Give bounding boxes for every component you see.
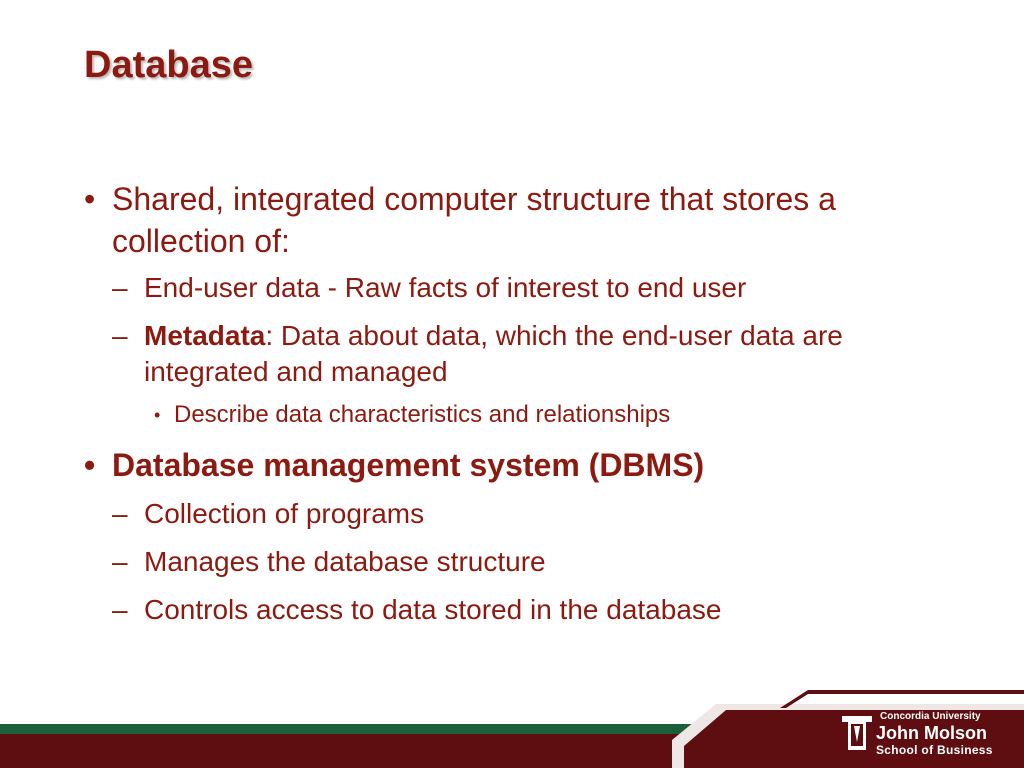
dash-marker: –: [112, 594, 128, 625]
logo-text: Concordia University John Molson School …: [876, 708, 993, 757]
bullet-dbms: • Database management system (DBMS): [84, 444, 964, 486]
bullet-describe-characteristics: • Describe data characteristics and rela…: [84, 400, 964, 430]
slide-title: Database: [84, 44, 253, 86]
dash-marker: –: [112, 320, 128, 351]
bullet-end-user-data: – End-user data - Raw facts of interest …: [84, 270, 964, 306]
logo-school-subtitle: School of Business: [876, 743, 993, 757]
concordia-shield-icon: [842, 716, 872, 750]
bullet-collection-programs: – Collection of programs: [84, 496, 964, 532]
bullet-controls-access: – Controls access to data stored in the …: [84, 592, 964, 628]
slide-content: • Shared, integrated computer structure …: [84, 178, 964, 628]
bullet-text: Database management system (DBMS): [112, 447, 705, 483]
bullet-text: : Data about data, which the end-user da…: [144, 320, 843, 387]
dash-marker: –: [112, 272, 128, 303]
bullet-text: Manages the database structure: [144, 546, 546, 577]
logo-university: Concordia University: [880, 711, 981, 722]
bullet-marker: •: [154, 405, 161, 425]
bullet-text: Collection of programs: [144, 498, 425, 529]
bullet-text: Shared, integrated computer structure th…: [112, 181, 836, 259]
bullet-text: End-user data - Raw facts of interest to…: [144, 272, 747, 303]
dash-marker: –: [112, 498, 128, 529]
dash-marker: –: [112, 546, 128, 577]
bullet-metadata: – Metadata: Data about data, which the e…: [84, 318, 964, 390]
bullet-manages-structure: – Manages the database structure: [84, 544, 964, 580]
logo-school-name: John Molson: [876, 723, 987, 743]
bullet-marker: •: [84, 181, 96, 217]
metadata-term: Metadata: [144, 320, 266, 351]
jmsb-logo: Concordia University John Molson School …: [838, 708, 998, 760]
bullet-shared-structure: • Shared, integrated computer structure …: [84, 178, 964, 262]
shield-flame: [854, 726, 860, 742]
bullet-text: Describe data characteristics and relati…: [174, 401, 671, 428]
bullet-marker: •: [84, 447, 96, 483]
bullet-text: Controls access to data stored in the da…: [144, 594, 722, 625]
footer-green-stripe: [0, 724, 1024, 734]
footer-top-accent: [780, 690, 1024, 708]
